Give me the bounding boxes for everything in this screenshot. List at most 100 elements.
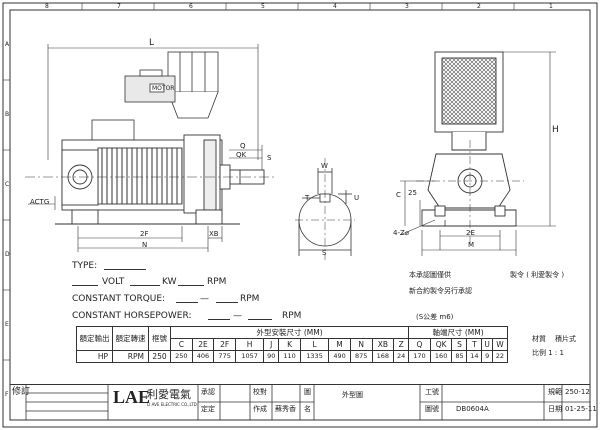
cell-value: 170 [408,350,431,363]
front-view-drawing [25,44,275,252]
zone-letter: A [5,41,10,48]
dim-QK: QK [236,151,247,159]
note-line-2: 新合約製令另行承認 [409,287,472,295]
zone-letter: F [5,391,9,398]
dim-J: J [444,219,447,227]
cell-value: 14 [466,350,483,363]
dim-2F: 2F [140,230,149,238]
dim-T: T [305,194,310,202]
zone-number: 6 [189,3,193,10]
zone-number: 4 [333,3,337,10]
constant-torque-label: CONSTANT TORQUE: [72,294,166,304]
dash: — [233,311,242,321]
header-frame-no: 框號 [148,326,171,351]
dim-S: S [267,154,272,162]
type-blank [104,269,146,270]
col-header: K [278,338,301,351]
header-shaft-group: 軸端尺寸 (MM) [408,326,508,339]
cell-value: 110 [278,350,301,363]
cell-frame: 250 [148,350,171,363]
constant-horsepower-label: CONSTANT HORSEPOWER: [72,311,192,321]
dim-L: L [149,38,155,48]
company-name-en: LI AVE ELECTRIC CO.,LTD [147,402,197,407]
company-logo: LAE [113,387,151,407]
dim-ACTG: ACTG [30,198,50,206]
hp-blank-1 [208,319,230,320]
col-header: M [328,338,351,351]
col-header: 2E [191,338,215,351]
zone-letter: E [5,321,9,328]
type-label: TYPE: [72,261,98,271]
date-value: 01-25-11 [565,405,597,413]
col-header: W [491,338,509,351]
torque-blank-2 [216,302,238,303]
cell-value: 90 [263,350,280,363]
dim-C: C [396,191,401,199]
cell-value: 160 [429,350,453,363]
zone-number: 8 [45,3,49,10]
header-mount-group: 外型安裝尺寸 (MM) [169,326,410,339]
cell-value: 775 [213,350,236,363]
cell-value: 24 [393,350,410,363]
volt-blank [72,285,98,286]
shaft-end-view-drawing [295,158,355,260]
kw-blank [130,285,160,286]
cell-value: 250 [170,350,193,363]
revise-label-1: 修訂 [12,387,31,397]
col-header: S [451,338,468,351]
cell-value: 9 [481,350,493,363]
dim-W: W [321,162,328,170]
note-line-1: 本承認圖僅供 [409,271,451,279]
note-line-1b: 製令 ( 利愛製令 ) [510,271,565,279]
zone-number: 2 [477,3,481,10]
cell-speed: RPM [112,350,149,363]
spec-value: 250-12 [565,388,590,396]
side-view-drawing [399,51,556,256]
col-header: J [263,338,280,351]
dash: — [200,294,209,304]
header-rated-output: 額定輸出 [76,326,113,351]
col-header: QK [429,338,453,351]
zone-number: 7 [117,3,121,10]
zone-letter: D [5,251,10,258]
col-header: U [481,338,493,351]
scale-label: 比例 1 : 1 [532,349,564,357]
cell-value: 1335 [299,350,330,363]
dim-XB: XB [209,230,219,238]
cell-output: HP [76,350,113,363]
drawing-title: 外型圖 [342,391,363,399]
cell-value: 22 [491,350,509,363]
col-header: H [234,338,265,351]
check-label: 校對 [253,388,267,396]
col-header: Q [408,338,431,351]
dim-S-end: S [322,249,327,257]
drawing-no-label: 圖號 [425,405,439,413]
dim-H: H [552,125,559,135]
figure-name-label-1: 圖 [304,388,311,396]
make-label: 作成 [253,405,267,413]
dim-2E: 2E [466,229,475,237]
zone-number: 3 [405,3,409,10]
maker-name: 蘇秀香 [275,405,296,413]
kw-label: KW [162,277,177,287]
cell-value: 875 [349,350,373,363]
col-header: 2F [213,338,236,351]
header-rated-speed: 額定轉速 [112,326,149,351]
material-label: 材質 [532,335,546,343]
torque-blank-1 [176,302,198,303]
dim-Q: Q [240,142,246,150]
approve-label: 承認 [201,388,215,396]
cell-value: 1057 [234,350,265,363]
rpm-label: RPM [240,294,260,304]
figure-name-label-2: 名 [304,405,311,413]
company-name: 利愛電氣 [147,388,191,401]
rpm-label: RPM [207,277,227,287]
col-header: XB [371,338,395,351]
fix-label: 定定 [201,405,215,413]
dim-M: M [468,241,475,249]
dim-25: 25 [408,189,417,197]
drawing-no: DB0604A [456,405,489,413]
volt-label: VOLT [102,277,125,287]
zone-number: 5 [261,3,265,10]
